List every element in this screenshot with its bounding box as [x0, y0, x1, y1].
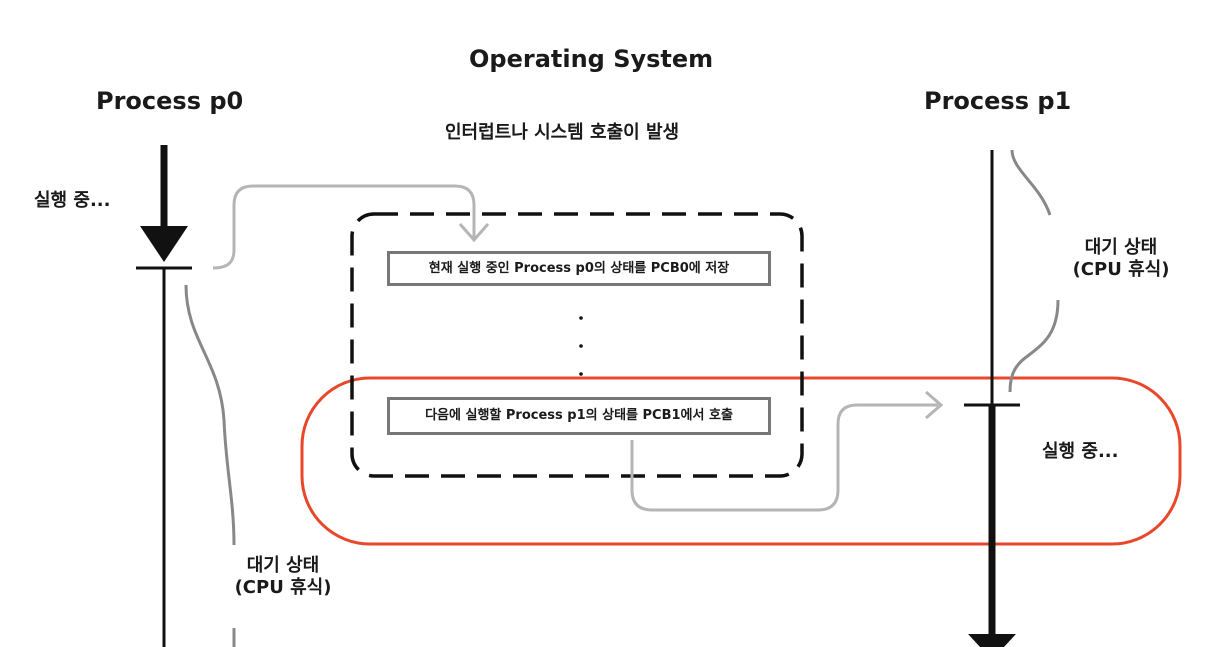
ellipsis-dot — [579, 372, 583, 376]
diagram-title: Operating System — [469, 45, 714, 73]
p0-timeline — [136, 145, 192, 647]
p0-waiting-label: 대기 상태 (CPU 휴식) — [222, 555, 344, 598]
p0-wait-brace — [184, 284, 236, 546]
p0-running-label: 실행 중... — [34, 190, 111, 211]
p0-run-arrowhead — [140, 226, 188, 262]
save-state-box: 현재 실행 중인 Process p0의 상태를 PCB0에 저장 — [387, 251, 771, 286]
load-state-text: 다음에 실행할 Process p1의 상태를 PCB1에서 호출 — [425, 408, 733, 424]
dispatch-arrow — [630, 403, 938, 512]
p1-running-label: 실행 중... — [1042, 441, 1119, 462]
load-state-box: 다음에 실행할 Process p1의 상태를 PCB1에서 호출 — [387, 397, 771, 435]
p1-wait-brace-top — [1010, 149, 1052, 216]
p1-waiting-line2: (CPU 휴식) — [1072, 258, 1170, 280]
p1-wait-brace-bottom — [1008, 299, 1060, 393]
event-label: 인터럽트나 시스템 호출이 발생 — [445, 122, 680, 143]
process-p0-label: Process p0 — [96, 87, 244, 115]
save-state-text: 현재 실행 중인 Process p0의 상태를 PCB0에 저장 — [428, 260, 730, 276]
p1-waiting-label: 대기 상태 (CPU 휴식) — [1058, 237, 1184, 280]
ellipsis-dot — [579, 344, 583, 348]
interrupt-arrowhead — [458, 223, 490, 243]
p0-waiting-line2: (CPU 휴식) — [234, 576, 332, 598]
p0-waiting-line1: 대기 상태 — [246, 555, 320, 576]
ellipsis-dot — [579, 316, 583, 320]
interrupt-arrow — [212, 184, 476, 270]
os-container — [350, 212, 804, 478]
p1-waiting-line1: 대기 상태 — [1084, 237, 1158, 258]
dispatch-arrowhead — [925, 390, 944, 420]
p1-timeline — [964, 150, 1020, 647]
process-p1-label: Process p1 — [924, 87, 1072, 115]
context-switch-highlight — [300, 376, 1182, 546]
p1-run-arrowhead — [968, 634, 1016, 647]
